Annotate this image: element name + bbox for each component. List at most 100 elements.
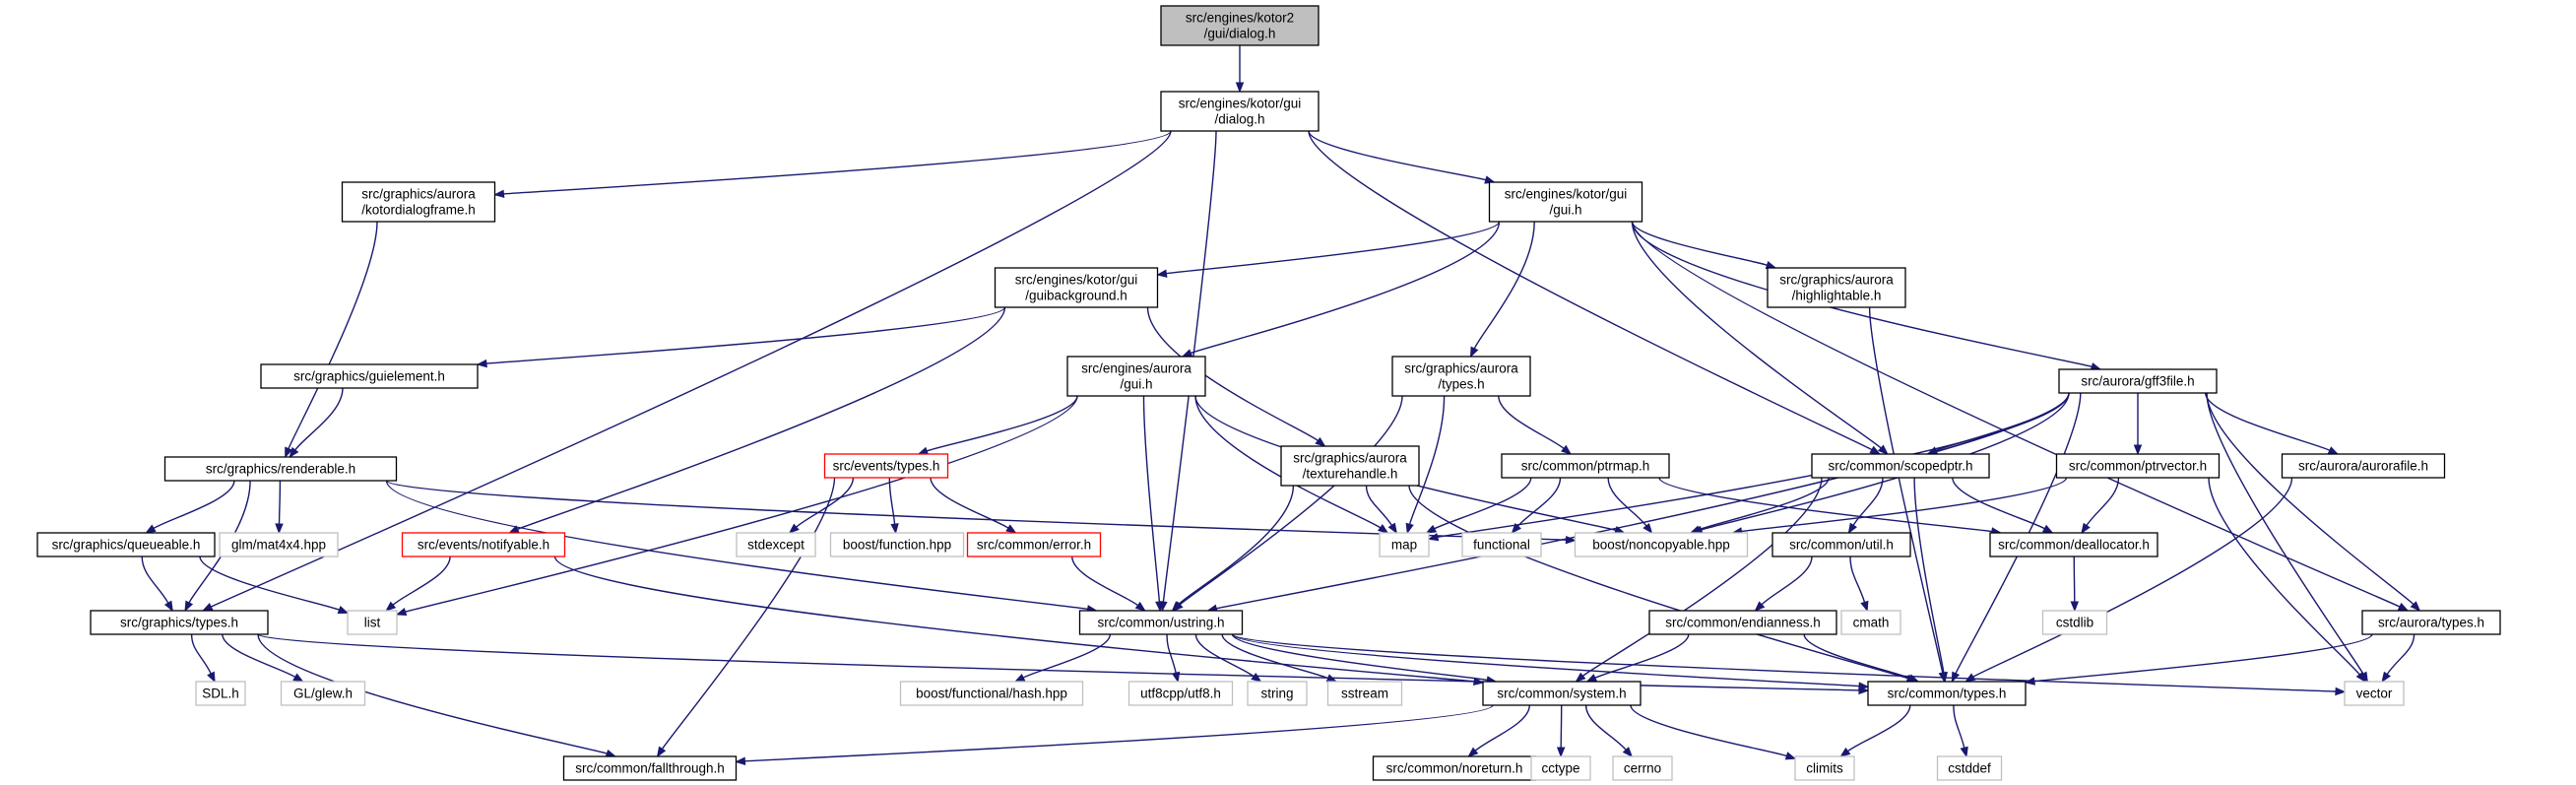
node-aurfile[interactable]: src/aurora/aurorafile.h — [2281, 453, 2446, 479]
node-glew[interactable]: GL/glew.h — [280, 681, 366, 706]
node-sstream[interactable]: sstream — [1326, 681, 1403, 706]
node-cmath[interactable]: cmath — [1840, 610, 1901, 635]
node-fallth[interactable]: src/common/fallthrough.h — [562, 755, 738, 781]
node-box-bhash[interactable] — [899, 681, 1084, 706]
node-box-ptrmap[interactable] — [1501, 453, 1670, 479]
node-box-cmath[interactable] — [1840, 610, 1901, 635]
node-mat4[interactable]: glm/mat4x4.hpp — [219, 532, 339, 557]
node-functional[interactable]: functional — [1461, 532, 1542, 557]
node-queue[interactable]: src/graphics/queueable.h — [36, 532, 216, 557]
node-box-queue[interactable] — [36, 532, 216, 557]
node-box-guibg[interactable] — [994, 267, 1159, 308]
node-box-texh[interactable] — [1280, 445, 1420, 487]
node-cstddef[interactable]: cstddef — [1936, 755, 2003, 781]
node-box-scoped[interactable] — [1811, 453, 1990, 479]
node-texh[interactable]: src/graphics/aurora/texturehandle.h — [1280, 445, 1420, 487]
node-box-cstddef[interactable] — [1936, 755, 2003, 781]
node-box-ctypes[interactable] — [1867, 681, 2027, 706]
node-box-stdexc[interactable] — [736, 532, 816, 557]
node-guielem[interactable]: src/graphics/guielement.h — [260, 363, 479, 389]
node-root[interactable]: src/engines/kotor2/gui/dialog.h — [1160, 5, 1320, 46]
node-box-eagui[interactable] — [1066, 356, 1206, 397]
node-box-aurfile[interactable] — [2281, 453, 2446, 479]
node-box-cerrno[interactable] — [1612, 755, 1673, 781]
node-utf8[interactable]: utf8cpp/utf8.h — [1127, 681, 1234, 706]
node-gtypes[interactable]: src/graphics/types.h — [90, 610, 269, 635]
node-box-guielem[interactable] — [260, 363, 479, 389]
node-system[interactable]: src/common/system.h — [1482, 681, 1642, 706]
node-box-ptrvec[interactable] — [2055, 453, 2221, 479]
node-box-climits[interactable] — [1794, 755, 1855, 781]
node-box-cctype[interactable] — [1530, 755, 1591, 781]
node-cerrno[interactable]: cerrno — [1612, 755, 1673, 781]
node-box-notif[interactable] — [401, 532, 566, 557]
node-box-functional[interactable] — [1461, 532, 1542, 557]
node-endian[interactable]: src/common/endianness.h — [1648, 610, 1837, 635]
node-box-gatypes[interactable] — [1391, 356, 1531, 397]
node-box-sstream[interactable] — [1326, 681, 1403, 706]
node-box-kdframe[interactable] — [341, 181, 496, 223]
node-ctypes[interactable]: src/common/types.h — [1867, 681, 2027, 706]
node-box-atypes[interactable] — [2361, 610, 2501, 635]
node-box-vector[interactable] — [2344, 681, 2405, 706]
node-notif[interactable]: src/events/notifyable.h — [401, 532, 566, 557]
node-box-fallth[interactable] — [562, 755, 738, 781]
node-map[interactable]: map — [1379, 532, 1430, 557]
node-box-mat4[interactable] — [219, 532, 339, 557]
node-guibg[interactable]: src/engines/kotor/gui/guibackground.h — [994, 267, 1159, 308]
node-evtypes[interactable]: src/events/types.h — [823, 453, 949, 479]
node-box-endian[interactable] — [1648, 610, 1837, 635]
node-box-noncopy[interactable] — [1574, 532, 1749, 557]
node-box-util[interactable] — [1771, 532, 1911, 557]
node-noncopy[interactable]: boost/noncopyable.hpp — [1574, 532, 1749, 557]
node-cstdlib[interactable]: cstdlib — [2041, 610, 2108, 635]
node-cctype[interactable]: cctype — [1530, 755, 1591, 781]
node-ptrmap[interactable]: src/common/ptrmap.h — [1501, 453, 1670, 479]
node-highl[interactable]: src/graphics/aurora/highlightable.h — [1767, 267, 1906, 308]
node-box-highl[interactable] — [1767, 267, 1906, 308]
node-box-sdl[interactable] — [195, 681, 246, 706]
node-noreturn[interactable]: src/common/noreturn.h — [1372, 755, 1537, 781]
node-eagui[interactable]: src/engines/aurora/gui.h — [1066, 356, 1206, 397]
node-box-dealloc[interactable] — [1989, 532, 2158, 557]
node-gff3[interactable]: src/aurora/gff3file.h — [2058, 368, 2218, 394]
node-box-evtypes[interactable] — [823, 453, 949, 479]
node-util[interactable]: src/common/util.h — [1771, 532, 1911, 557]
node-err[interactable]: src/common/error.h — [966, 532, 1102, 557]
node-dealloc[interactable]: src/common/deallocator.h — [1989, 532, 2158, 557]
node-bhash[interactable]: boost/functional/hash.hpp — [899, 681, 1084, 706]
node-bfunc[interactable]: boost/function.hpp — [829, 532, 965, 557]
node-box-string[interactable] — [1247, 681, 1308, 706]
node-ustring[interactable]: src/common/ustring.h — [1078, 610, 1244, 635]
node-box-err[interactable] — [966, 532, 1102, 557]
node-scoped[interactable]: src/common/scopedptr.h — [1811, 453, 1990, 479]
node-box-root[interactable] — [1160, 5, 1320, 46]
node-ptrvec[interactable]: src/common/ptrvector.h — [2055, 453, 2221, 479]
node-list[interactable]: list — [347, 610, 398, 635]
node-box-gtypes[interactable] — [90, 610, 269, 635]
node-box-ustring[interactable] — [1078, 610, 1244, 635]
node-box-glew[interactable] — [280, 681, 366, 706]
node-stdexc[interactable]: stdexcept — [736, 532, 816, 557]
node-kdialog[interactable]: src/engines/kotor/gui/dialog.h — [1160, 91, 1320, 132]
node-kgui[interactable]: src/engines/kotor/gui/gui.h — [1488, 181, 1643, 223]
node-box-rend[interactable] — [163, 456, 398, 482]
node-vector[interactable]: vector — [2344, 681, 2405, 706]
node-kdframe[interactable]: src/graphics/aurora/kotordialogframe.h — [341, 181, 496, 223]
node-box-bfunc[interactable] — [829, 532, 965, 557]
node-box-utf8[interactable] — [1127, 681, 1234, 706]
node-string[interactable]: string — [1247, 681, 1308, 706]
node-climits[interactable]: climits — [1794, 755, 1855, 781]
node-box-gff3[interactable] — [2058, 368, 2218, 394]
node-rend[interactable]: src/graphics/renderable.h — [163, 456, 398, 482]
node-box-cstdlib[interactable] — [2041, 610, 2108, 635]
node-box-map[interactable] — [1379, 532, 1430, 557]
node-gatypes[interactable]: src/graphics/aurora/types.h — [1391, 356, 1531, 397]
node-box-noreturn[interactable] — [1372, 755, 1537, 781]
node-atypes[interactable]: src/aurora/types.h — [2361, 610, 2501, 635]
node-box-list[interactable] — [347, 610, 398, 635]
node-sdl[interactable]: SDL.h — [195, 681, 246, 706]
node-box-kgui[interactable] — [1488, 181, 1643, 223]
node-box-kdialog[interactable] — [1160, 91, 1320, 132]
node-box-system[interactable] — [1482, 681, 1642, 706]
